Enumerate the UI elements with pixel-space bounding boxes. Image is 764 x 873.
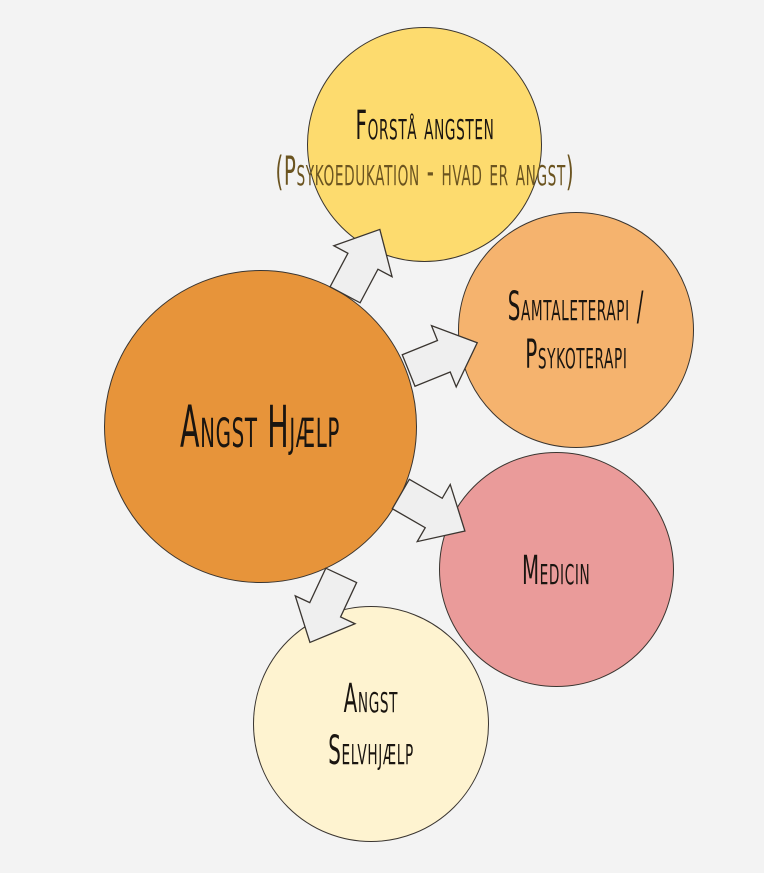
node-title-line2: Selvhjælp xyxy=(328,726,414,774)
arrow-to-medicin xyxy=(383,464,483,561)
node-samtaleterapi: Samtaleterapi / Psykoterapi xyxy=(458,212,694,448)
node-title-line1: Samtaleterapi / xyxy=(507,282,645,330)
node-forstaa-angsten: Forstå angsten (Psykoedukation - hvad er… xyxy=(275,27,573,262)
center-node-angst-hjaelp: Angst Hjælp xyxy=(104,270,417,583)
center-node-label: Angst Hjælp xyxy=(180,392,341,461)
node-title-line1: Angst xyxy=(343,674,399,722)
arrow-to-samtaleterapi xyxy=(395,311,491,402)
arrow-to-forstaa-angsten xyxy=(315,213,410,311)
node-title: Forstå angsten xyxy=(355,101,494,149)
node-title-line2: Psykoterapi xyxy=(524,330,628,378)
node-title: Medicin xyxy=(522,545,591,594)
node-angst-selvhjaelp: Angst Selvhjælp xyxy=(253,606,489,842)
arrow-to-selvhjaelp xyxy=(279,560,372,658)
node-subtitle: (Psykoedukation - hvad er angst) xyxy=(275,147,574,195)
node-medicin: Medicin xyxy=(439,452,674,687)
